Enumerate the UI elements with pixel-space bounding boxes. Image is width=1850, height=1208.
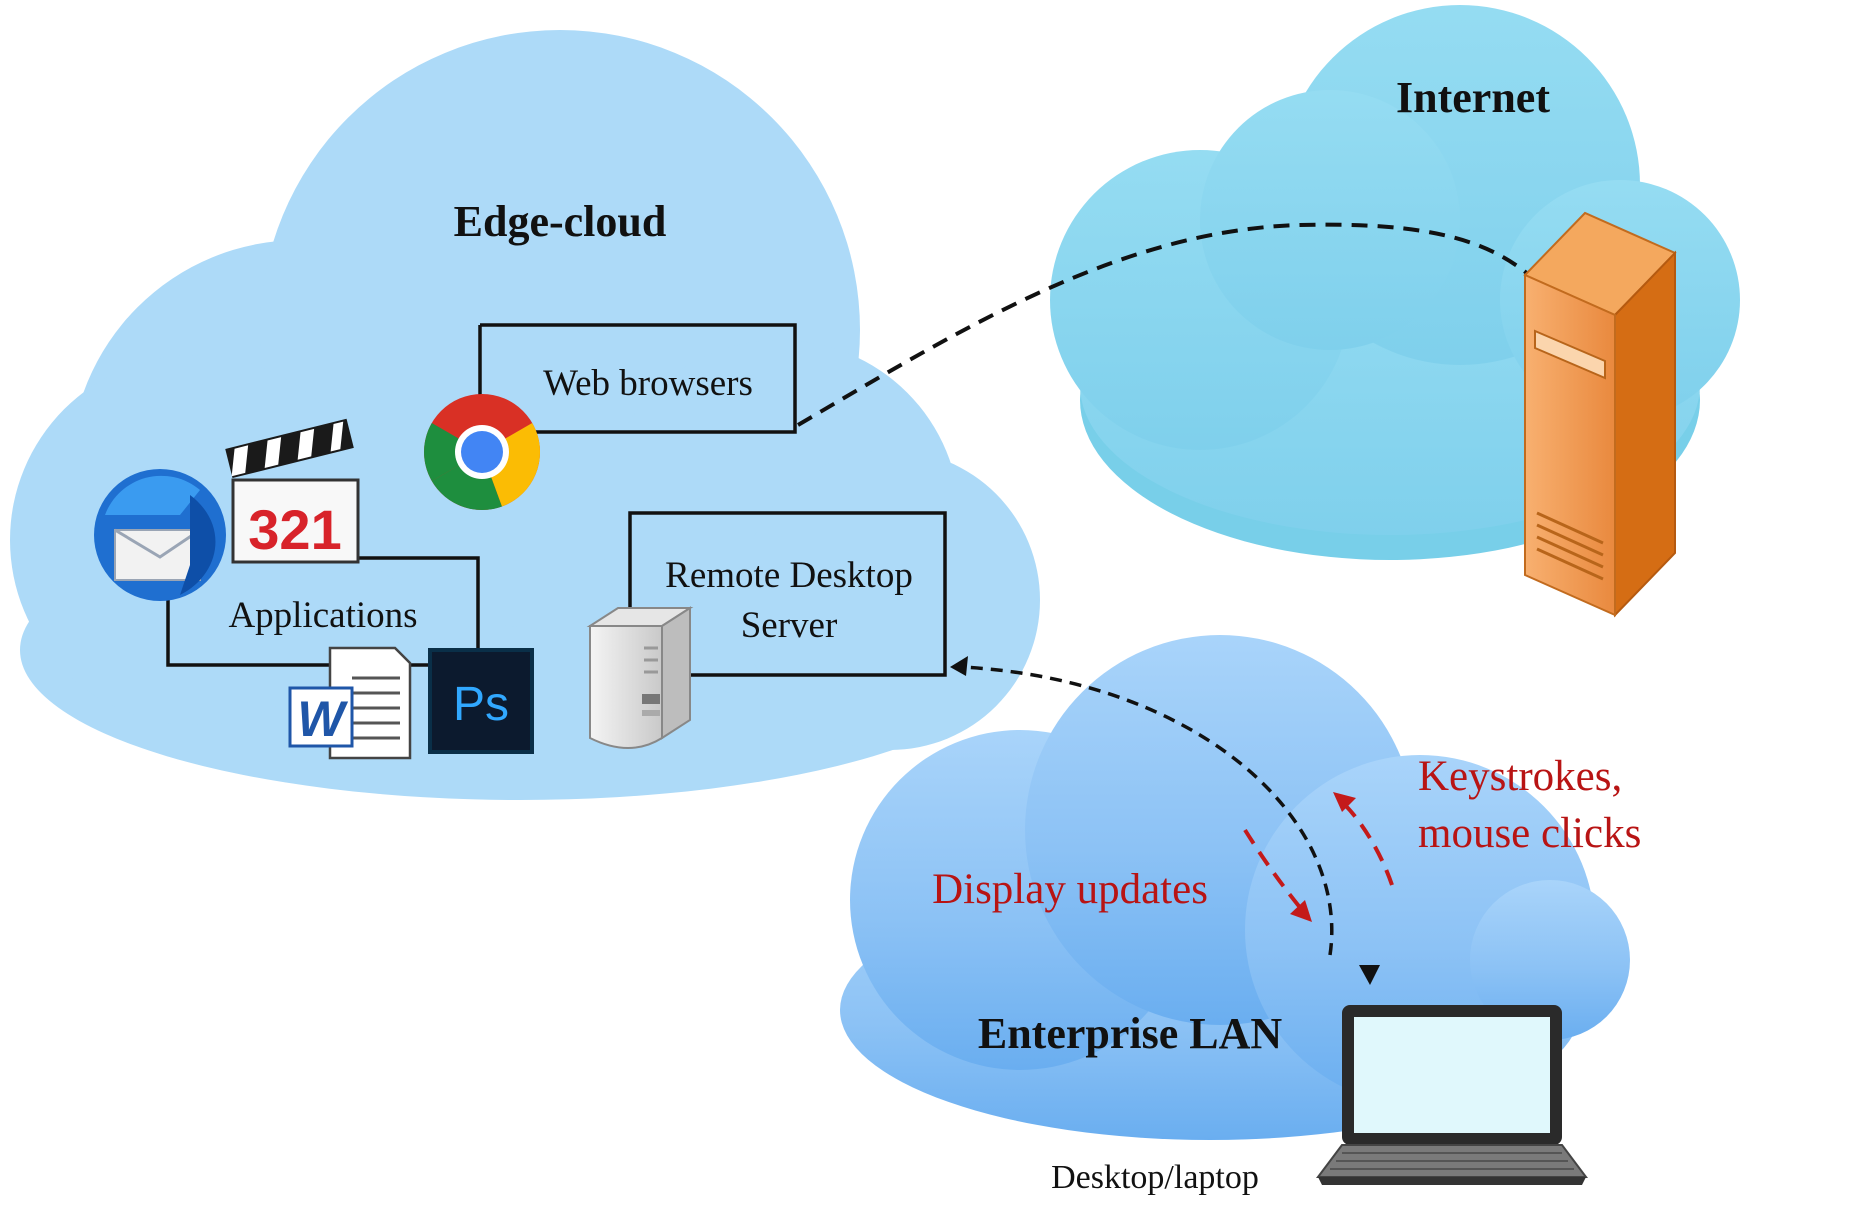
internet-server-icon — [1523, 211, 1677, 618]
laptop-arrowhead — [1359, 965, 1380, 985]
applications-label: Applications — [228, 595, 417, 636]
word-letter: W — [297, 691, 348, 747]
display-updates-arrow — [1243, 828, 1304, 912]
keystrokes-label-line2: mouse clicks — [1418, 810, 1641, 857]
remote-session-link — [961, 665, 1334, 956]
chrome-icon — [424, 394, 540, 511]
keystrokes-arrowhead — [1333, 792, 1356, 812]
internet-cloud-title: Internet — [1396, 73, 1550, 122]
display-updates-arrowhead — [1290, 900, 1312, 922]
internet-link-line — [796, 222, 1537, 427]
thunderbird-icon — [94, 469, 226, 601]
edge-cloud-title: Edge-cloud — [454, 197, 667, 246]
media-player-icon: 321 — [225, 418, 360, 564]
keystrokes-label-line1: Keystrokes, — [1418, 753, 1622, 800]
display-updates-label: Display updates — [932, 866, 1208, 913]
photoshop-icon: Ps — [428, 648, 534, 754]
photoshop-letters: Ps — [453, 678, 509, 731]
keystrokes-arrow — [1343, 803, 1394, 886]
media-player-number: 321 — [248, 498, 341, 561]
server-tower-icon — [586, 606, 694, 749]
desktop-laptop-label: Desktop/laptop — [1051, 1159, 1259, 1196]
enterprise-lan-title: Enterprise LAN — [978, 1009, 1283, 1058]
remote-desktop-server-box: Remote Desktop Server — [628, 511, 947, 677]
word-document-icon: W — [288, 646, 412, 760]
rds-arrowhead — [950, 656, 968, 676]
rds-label-line2: Server — [741, 605, 838, 646]
laptop-icon — [1316, 1005, 1588, 1185]
web-browsers-label: Web browsers — [543, 363, 753, 404]
rds-label-line1: Remote Desktop — [665, 555, 913, 596]
